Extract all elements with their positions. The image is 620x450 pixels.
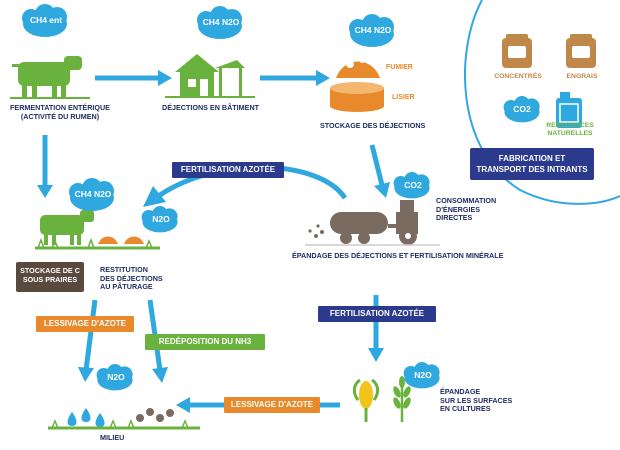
label-restitution: RESTITUTION DES DÉJECTIONS AU PÂTURAGE xyxy=(100,265,163,292)
label-epandage-min: ÉPANDAGE DES DÉJECTIONS ET FERTILISATION… xyxy=(292,251,504,260)
cloud-energie-text: CO2 xyxy=(404,180,422,190)
tag-lessivage1: LESSIVAGE D'AZOTE xyxy=(43,319,127,328)
tag-redeposition: REDÉPOSITION DU NH3 xyxy=(158,337,252,346)
cloud-ressources-text: CO2 xyxy=(513,104,531,114)
arrow-fert2-down xyxy=(368,295,384,362)
arrow-lessivage1-down xyxy=(78,299,98,382)
wheat-icon xyxy=(393,376,411,422)
cloud-milieu-text: N2O xyxy=(107,372,125,382)
tag-fabrication: FABRICATION ET TRANSPORT DES INTRANTS xyxy=(476,154,588,174)
cloud-ferment-text: CH4 ent xyxy=(29,15,63,25)
cloud-restit-a-text: CH4 N2O xyxy=(74,189,112,199)
corn-icon xyxy=(352,378,380,422)
cloud-batiment-text: CH4 N2O xyxy=(202,17,240,27)
pasture-dung-icon xyxy=(98,236,144,244)
milieu-grass xyxy=(51,419,189,429)
slurry-tank-icon xyxy=(330,82,384,112)
tag-redeposition-bg xyxy=(145,334,265,350)
manure-heap-icon xyxy=(336,57,380,78)
jerrycan-icon xyxy=(556,92,582,128)
tag-fert1: FERTILISATION AZOTÉE xyxy=(180,165,276,174)
label-stockage: STOCKAGE DES DÉJECTIONS xyxy=(320,121,426,130)
label-stockage-c: STOCKAGE DE C SOUS PRAIRES xyxy=(20,266,80,284)
arrow-stockage-down xyxy=(369,144,390,198)
grass-blades xyxy=(37,237,153,249)
tag-lessivage1-bg xyxy=(36,316,134,332)
stockage-c-box xyxy=(16,262,84,292)
arrow-batiment-to-stockage xyxy=(260,70,330,86)
water-drops-icon xyxy=(67,408,105,427)
pasture-cow-icon xyxy=(40,210,94,245)
tag-fert2-bg xyxy=(318,306,436,322)
tag-fabrication-bg xyxy=(470,148,594,180)
label-lisier: LISIER xyxy=(392,94,415,101)
arrow-ferment-down xyxy=(37,135,53,198)
cloud-cultures-text: N2O xyxy=(414,370,432,380)
cow-icon xyxy=(12,56,82,98)
soil-particles-icon xyxy=(136,408,174,422)
tag-fert1-bg xyxy=(172,162,284,178)
cloud-restit-b-text: N2O xyxy=(152,214,170,224)
concentres-bag-icon xyxy=(502,34,532,68)
label-milieu: MILIEU xyxy=(100,433,125,442)
label-consommation: CONSOMMATION D'ÉNERGIES DIRECTES xyxy=(436,196,497,223)
engrais-bag-icon xyxy=(566,34,596,68)
barn-icon xyxy=(175,54,245,96)
tag-lessivage2: LESSIVAGE D'AZOTE xyxy=(230,400,314,409)
label-engrais: ENGRAIS xyxy=(566,73,598,80)
tag-lessivage2-bg xyxy=(224,397,320,413)
label-ressources: RESSOURCES NATURELLES xyxy=(546,122,594,137)
label-concentres: CONCENTRÉS xyxy=(494,73,542,80)
label-epandage-cultures: ÉPANDAGE SUR LES SURFACES EN CULTURES xyxy=(440,387,513,414)
tractor-spreader-icon xyxy=(308,200,418,245)
tag-fert2: FERTILISATION AZOTÉE xyxy=(329,309,425,318)
label-dejections-batiment: DÉJECTIONS EN BÂTIMENT xyxy=(162,103,260,112)
label-fermentation: FERMENTATION ENTÉRIQUE (ACTIVITÉ DU RUME… xyxy=(10,103,110,121)
arrow-ferment-to-batiment xyxy=(95,70,172,86)
cloud-stockage-text: CH4 N2O xyxy=(354,25,392,35)
label-fumier: FUMIER xyxy=(386,64,413,71)
